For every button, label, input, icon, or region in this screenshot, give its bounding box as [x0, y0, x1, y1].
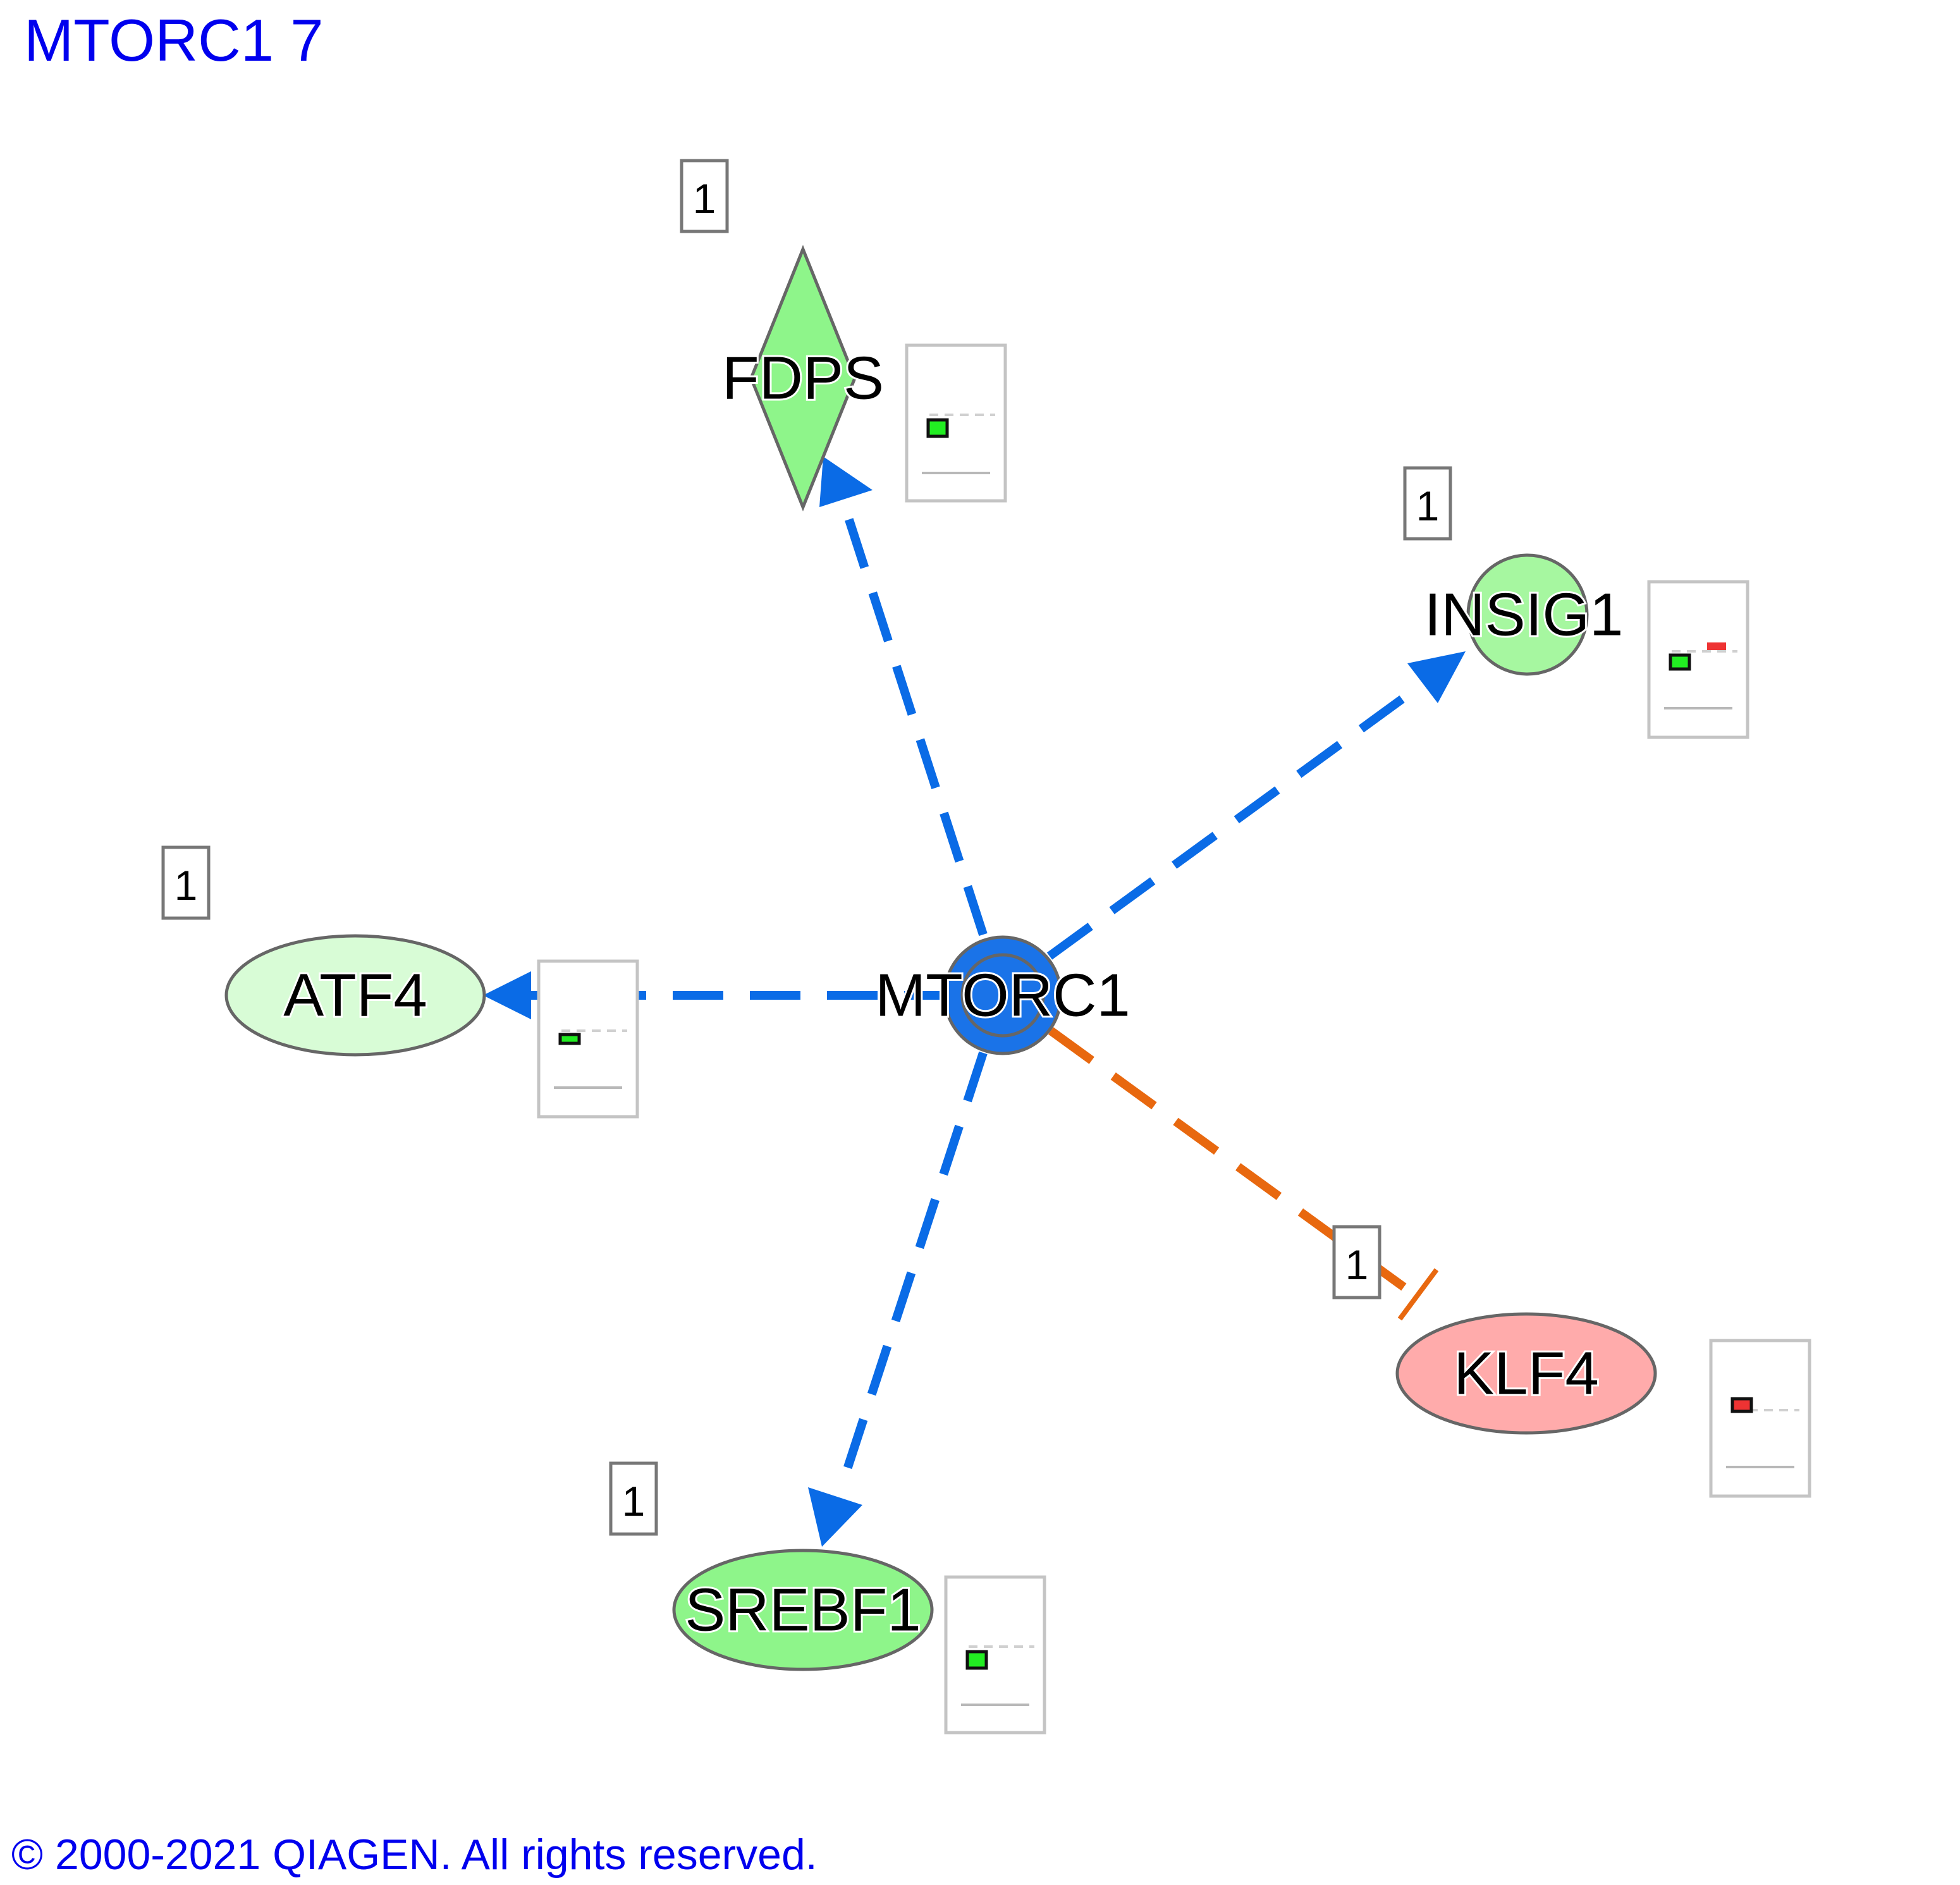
insig1-up-indicator — [1707, 642, 1726, 650]
atf4-label: ATF4 — [283, 962, 427, 1029]
mtorc1-complex-ring — [960, 953, 1045, 1038]
fdps-label: FDPS — [722, 345, 884, 412]
badge-klf4: 1 — [1332, 1225, 1381, 1299]
badge-fdps: 1 — [680, 159, 729, 233]
insig1-label: INSIG1 — [1424, 581, 1624, 649]
insig1-down-indicator — [1669, 653, 1691, 671]
node-srebf1[interactable]: SREBF1 — [672, 1549, 934, 1671]
arrowhead-atf4 — [483, 971, 531, 1019]
srebf1-shape — [672, 1549, 934, 1671]
edge-mtorc1-klf4[interactable] — [1048, 1027, 1439, 1321]
atf4-count: 1 — [175, 862, 198, 909]
badge-srebf1: 1 — [609, 1461, 658, 1536]
klf4-shape — [1395, 1312, 1657, 1435]
node-klf4[interactable]: KLF4 — [1395, 1312, 1657, 1435]
measurement-panel-fdps — [905, 343, 1007, 503]
atf4-down-indicator — [558, 1033, 581, 1045]
fdps-down-indicator — [926, 418, 949, 438]
badge-insig1: 1 — [1403, 466, 1452, 541]
arrowhead-srebf1 — [808, 1487, 862, 1547]
klf4-up-indicator — [1730, 1397, 1753, 1413]
node-fdps[interactable]: FDPS — [720, 245, 886, 512]
mtorc1-label: MTORC1 — [875, 962, 1130, 1029]
insig1-shape — [1466, 553, 1589, 676]
klf4-label: KLF4 — [1454, 1340, 1598, 1408]
arrowhead-insig1 — [1407, 651, 1466, 703]
node-insig1[interactable]: INSIG1 — [1423, 553, 1625, 676]
edge-mtorc1-srebf1[interactable] — [808, 1051, 988, 1547]
inhibition-bar-klf4 — [1397, 1268, 1439, 1321]
arrowhead-fdps — [819, 457, 873, 507]
measurement-panel-atf4 — [537, 959, 639, 1119]
srebf1-label: SREBF1 — [685, 1576, 921, 1644]
measurement-panel-srebf1 — [944, 1575, 1046, 1735]
edge-mtorc1-fdps[interactable] — [819, 457, 988, 936]
measurement-panel-insig1 — [1647, 580, 1749, 739]
node-mtorc1[interactable]: MTORC1 — [873, 935, 1132, 1055]
fdps-shape — [749, 245, 857, 512]
srebf1-down-indicator — [965, 1650, 988, 1670]
klf4-count: 1 — [1345, 1241, 1369, 1288]
srebf1-count: 1 — [622, 1478, 646, 1525]
copyright-footer: © 2000-2021 QIAGEN. All rights reserved. — [11, 1831, 818, 1879]
diagram-title: MTORC1 7 — [24, 7, 324, 73]
edge-mtorc1-insig1[interactable] — [1046, 651, 1466, 960]
atf4-shape — [224, 934, 486, 1057]
measurement-panel-klf4 — [1709, 1339, 1811, 1498]
node-atf4[interactable]: ATF4 — [224, 934, 486, 1057]
insig1-count: 1 — [1416, 482, 1440, 529]
badge-atf4: 1 — [161, 845, 211, 920]
fdps-count: 1 — [693, 175, 716, 222]
